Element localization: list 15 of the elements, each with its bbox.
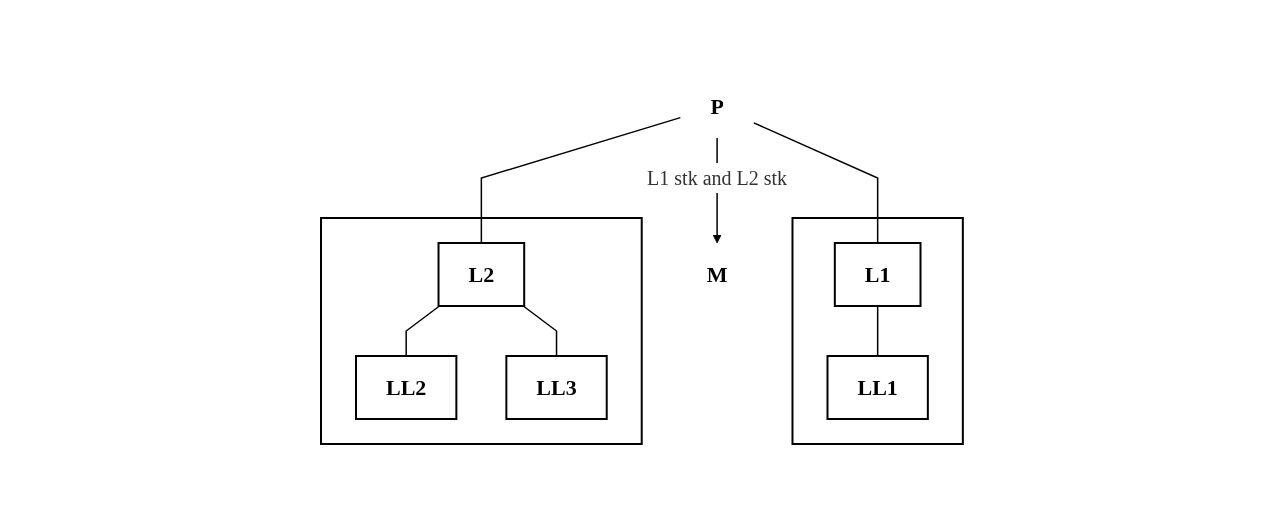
connector [522, 305, 558, 357]
cluster [791, 217, 964, 445]
connector [877, 305, 879, 357]
cluster [320, 217, 643, 445]
node-box: LL2 [355, 355, 458, 420]
node-box: LL3 [505, 355, 608, 420]
node-text: P [710, 94, 724, 119]
connector [753, 122, 879, 244]
node-text: M [706, 262, 728, 287]
connector [405, 305, 441, 357]
node-box: LL1 [826, 355, 929, 420]
connector [480, 116, 682, 244]
node-box: L2 [437, 242, 526, 307]
node-box: L1 [833, 242, 922, 307]
edge-label: L1 stk and L2 stk [647, 167, 788, 189]
